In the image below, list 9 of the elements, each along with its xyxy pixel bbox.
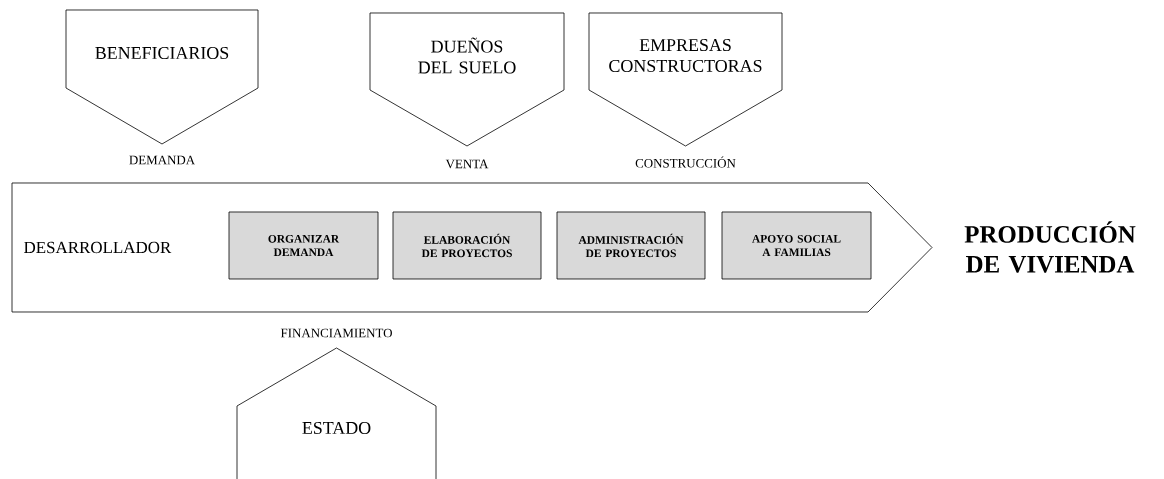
process-box: ORGANIZAR DEMANDA — [228, 211, 379, 280]
caption-label: VENTA — [445, 159, 489, 169]
caption-label: DEMANDA — [129, 155, 195, 165]
process-box: APOYO SOCIAL A FAMILIAS — [721, 211, 872, 280]
process-box: ADMINISTRACIÓN DE PROYECTOS — [556, 211, 706, 280]
heading-text: PRODUCCIÓN DE VIVIENDA — [964, 221, 1136, 273]
caption-label: CONSTRUCCIÓN — [635, 156, 736, 168]
caption-label: FINANCIAMIENTO — [280, 328, 392, 338]
process-box: ELABORACIÓN DE PROYECTOS — [392, 211, 542, 280]
